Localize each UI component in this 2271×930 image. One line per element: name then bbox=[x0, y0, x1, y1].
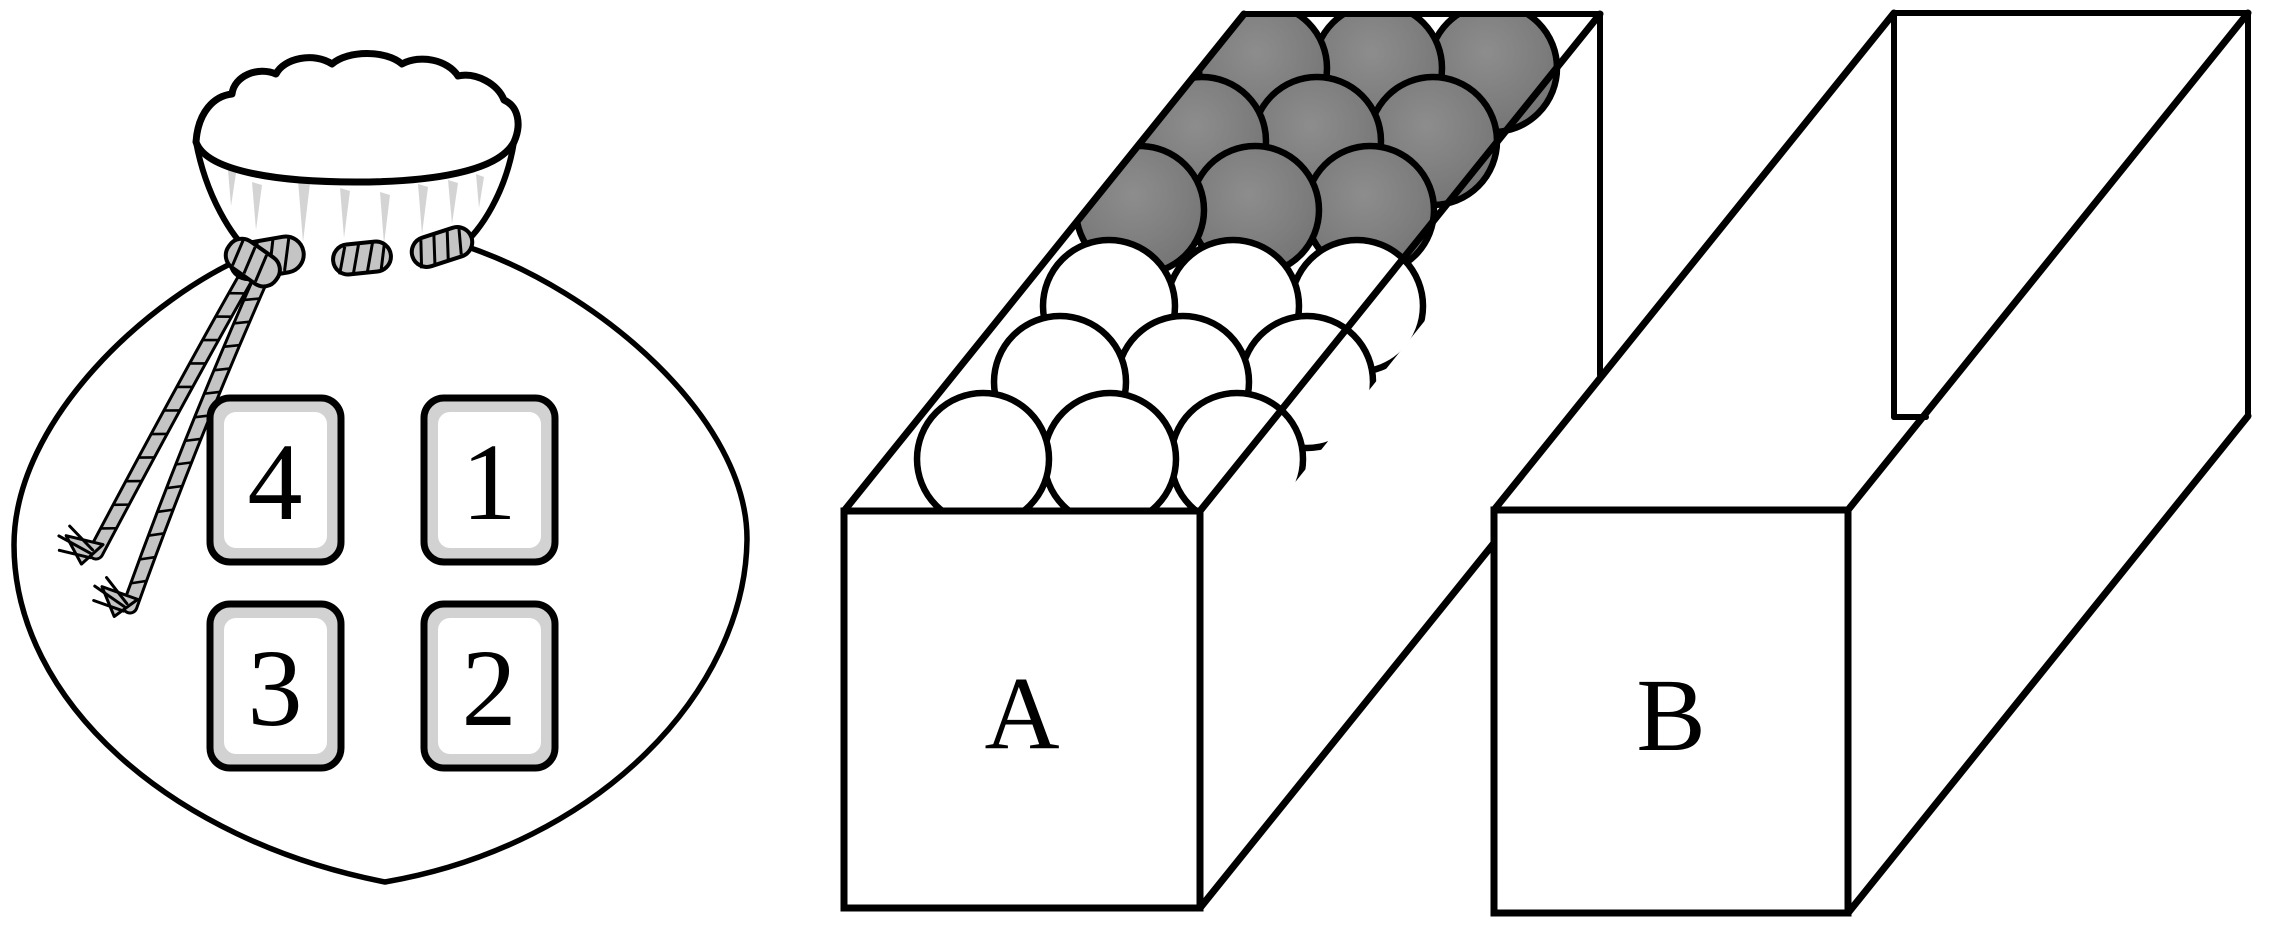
white-ball bbox=[1040, 389, 1180, 511]
bag-body bbox=[11, 242, 750, 885]
rope-twist-tick bbox=[204, 390, 220, 395]
drawstring-bag: 4 1 3 2 bbox=[11, 50, 750, 885]
box-a: A bbox=[840, 10, 1604, 912]
cloth-fold bbox=[476, 174, 484, 208]
cloth-fold bbox=[448, 180, 458, 224]
cloth-fold bbox=[252, 182, 262, 230]
cloth-fold bbox=[228, 170, 236, 206]
rope-twist-tick bbox=[176, 461, 192, 466]
box-b-bottom-right-edge bbox=[1844, 412, 2252, 917]
card-4: 4 bbox=[206, 394, 345, 566]
cloth-fold bbox=[340, 188, 350, 238]
rope-twist-tick bbox=[166, 484, 182, 490]
cloth-fold bbox=[298, 180, 310, 242]
box-a-label: A bbox=[984, 656, 1059, 771]
box-a-left-top-edge bbox=[840, 10, 1248, 515]
cloth-fold bbox=[380, 192, 390, 244]
rope-twist-tick bbox=[244, 297, 260, 302]
rope-twist-tick bbox=[157, 508, 173, 514]
card-2-number: 2 bbox=[462, 627, 517, 749]
box-a-right-top-edge bbox=[1196, 10, 1604, 515]
white-ball bbox=[913, 389, 1053, 511]
box-a-front-face bbox=[840, 507, 1204, 912]
card-1: 1 bbox=[420, 394, 559, 566]
box-b-left-top-edge bbox=[1490, 9, 1898, 514]
box-a-bottom-right-edge bbox=[1196, 539, 1498, 912]
box-a-balls bbox=[913, 13, 1561, 511]
box-b-silhouette bbox=[1494, 13, 2248, 913]
cloth-fold bbox=[418, 184, 428, 234]
card-4-number: 4 bbox=[248, 421, 303, 543]
box-b: B bbox=[1490, 9, 2252, 917]
card-3: 3 bbox=[206, 600, 345, 772]
tassel-end bbox=[92, 576, 140, 618]
card-2: 2 bbox=[420, 600, 559, 772]
drawstring-cords bbox=[57, 261, 271, 618]
rope-twist-tick bbox=[214, 367, 230, 372]
box-b-front-face bbox=[1490, 506, 1852, 917]
tassel-end bbox=[57, 524, 105, 566]
card-3-number: 3 bbox=[248, 627, 303, 749]
rope-twist-tick bbox=[185, 437, 201, 443]
drawstring-knot bbox=[223, 225, 475, 289]
rope-twist-tick bbox=[139, 555, 155, 561]
box-b-label: B bbox=[1636, 658, 1705, 773]
rope-twist-tick bbox=[131, 579, 147, 585]
number-cards: 4 1 3 2 bbox=[206, 394, 559, 772]
card-1-number: 1 bbox=[462, 421, 517, 543]
rope-twist-tick bbox=[148, 532, 164, 537]
bag-opening-rim bbox=[192, 50, 522, 186]
rope-twist-tick bbox=[224, 343, 240, 348]
box-b-right-top-edge bbox=[1844, 9, 2252, 514]
rope-twist-tick bbox=[234, 320, 250, 325]
